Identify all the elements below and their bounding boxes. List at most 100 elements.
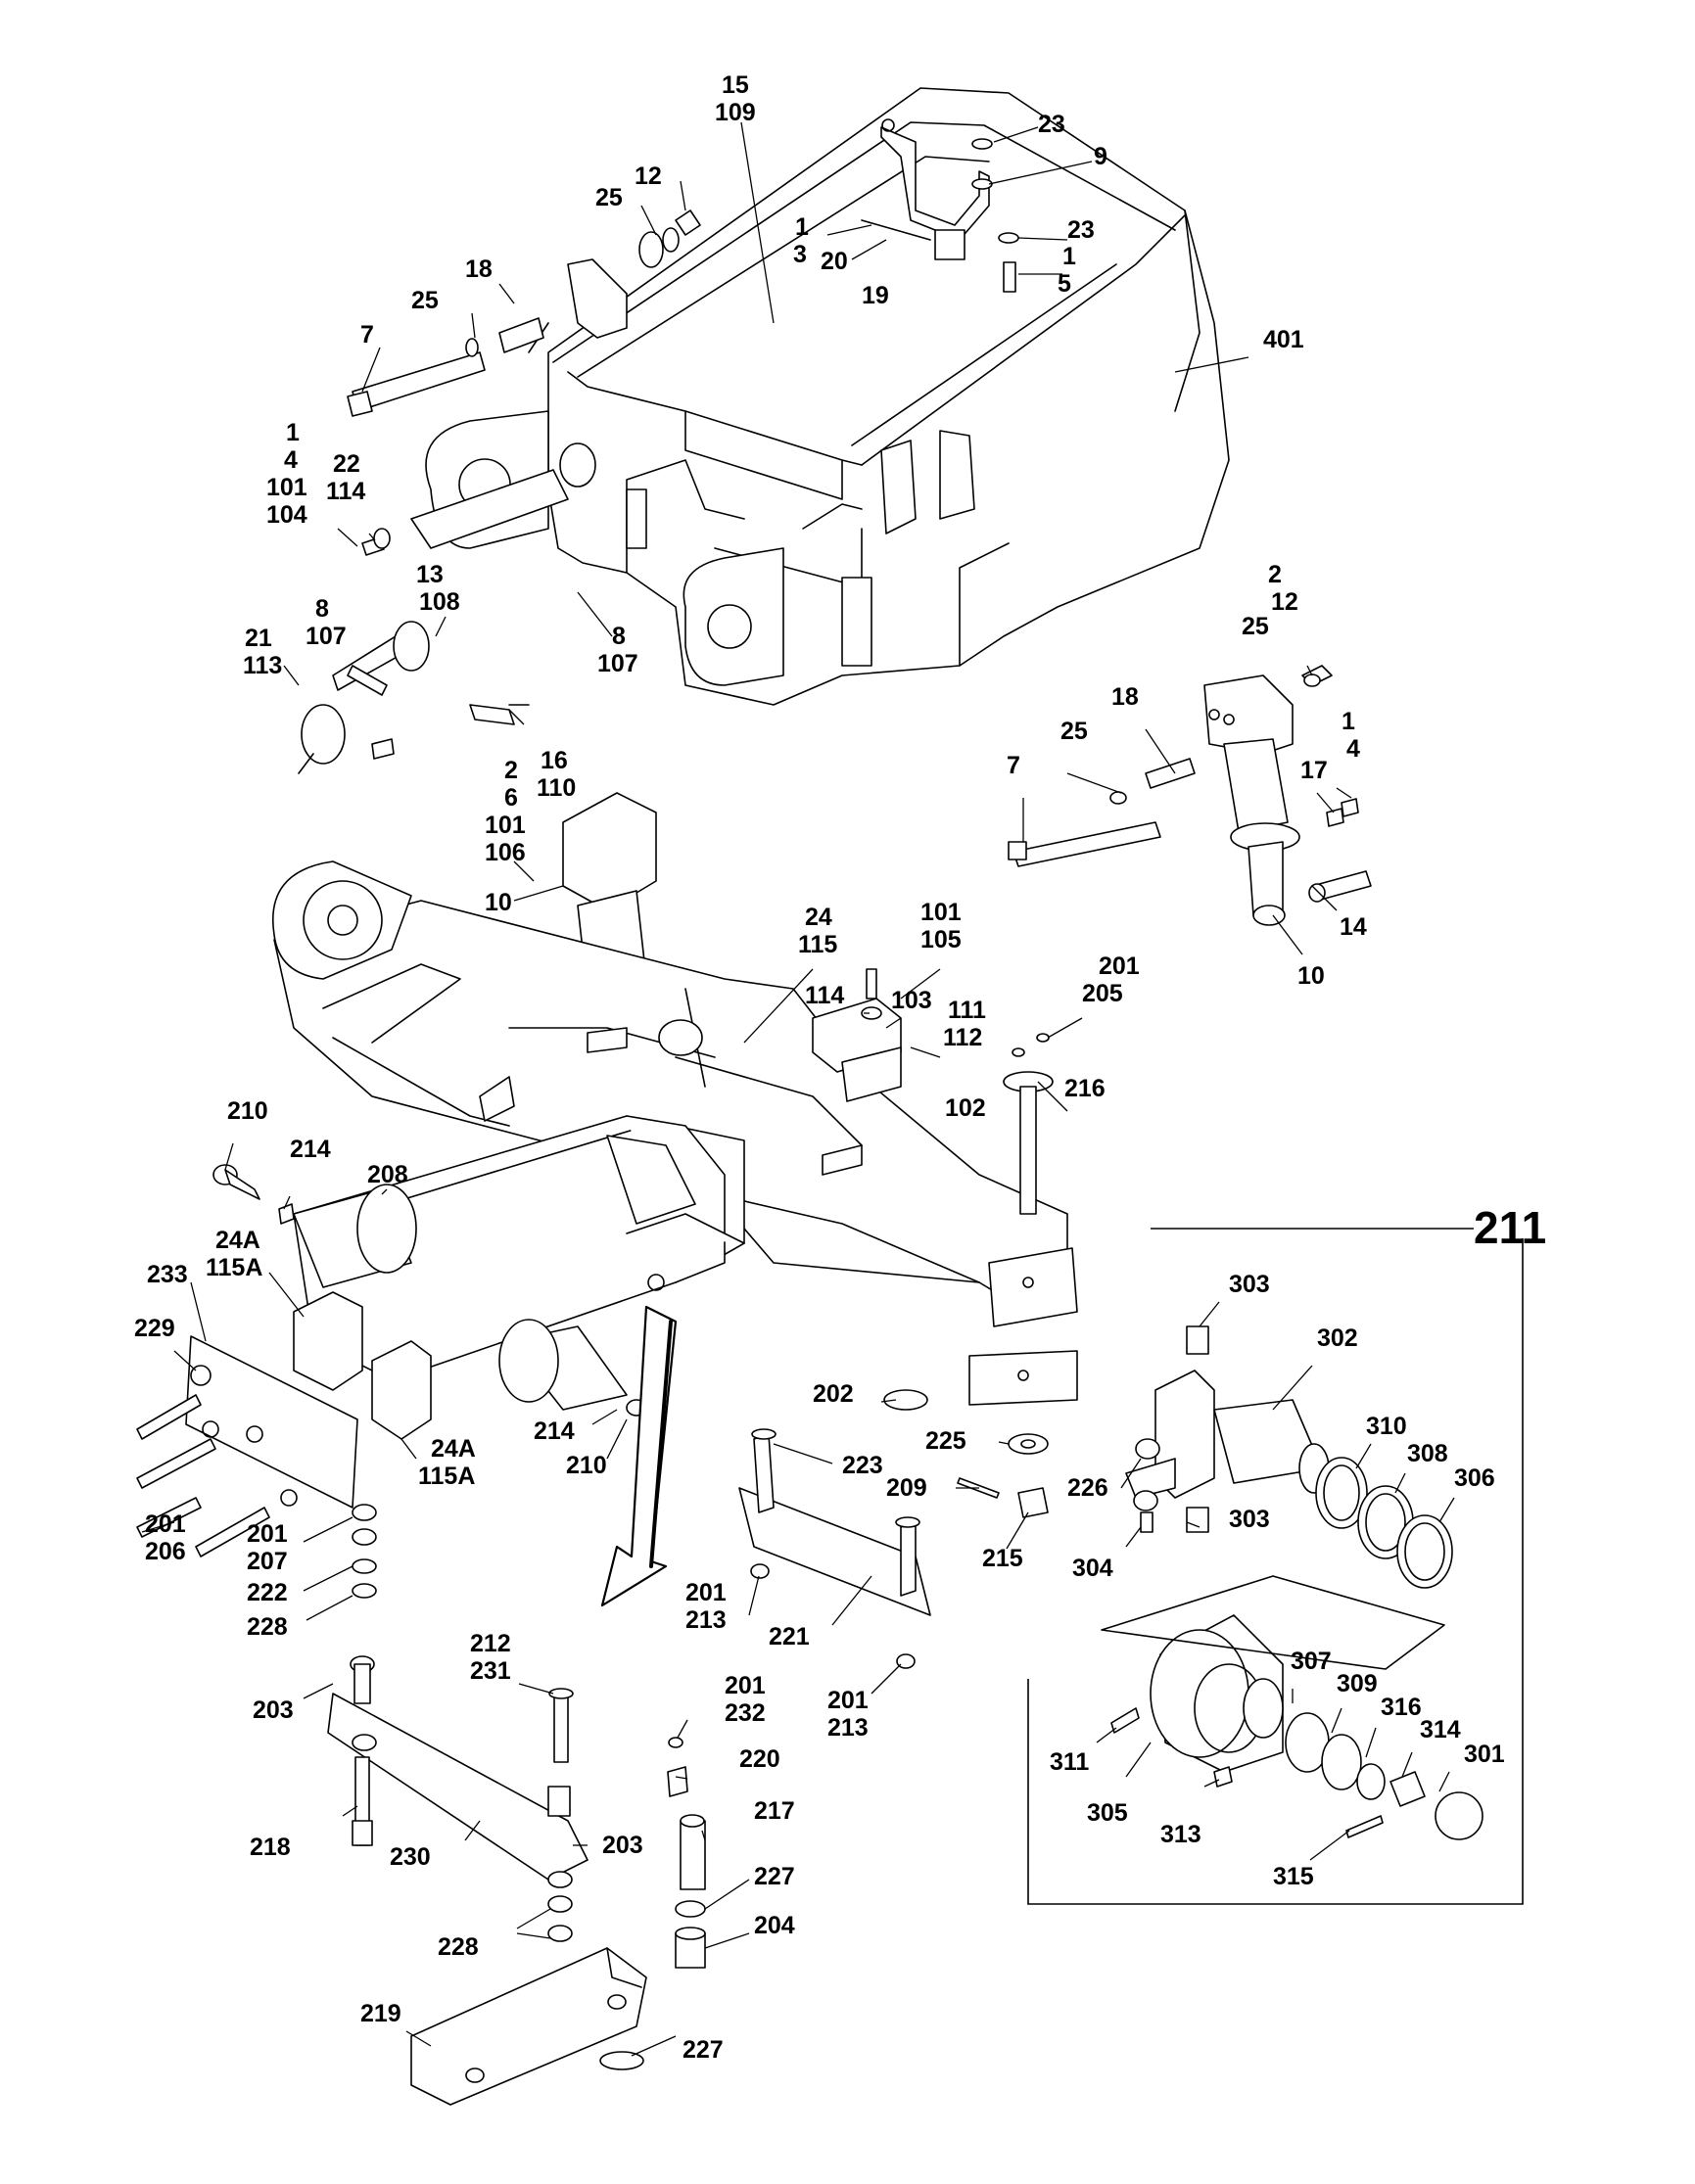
group-label-211: 211 bbox=[1474, 1202, 1546, 1253]
spindle bbox=[1125, 1325, 1330, 1533]
callout-c64: 228 bbox=[247, 1613, 288, 1641]
callout-c75: 309 bbox=[1337, 1670, 1378, 1697]
callout-c27: 17 bbox=[1300, 757, 1328, 784]
stop-blocks bbox=[812, 968, 1050, 1102]
callout-c70: 203 bbox=[253, 1696, 294, 1724]
callout-c76: 316 bbox=[1381, 1694, 1422, 1721]
callout-c7: 20 bbox=[821, 248, 848, 275]
callout-c80: 305 bbox=[1087, 1799, 1128, 1827]
callout-c83: 217 bbox=[754, 1797, 795, 1825]
callout-c49: 202 bbox=[813, 1380, 854, 1408]
callout-c86: 203 bbox=[602, 1832, 643, 1859]
callout-c8: 23 bbox=[1067, 216, 1095, 244]
callout-c41: 210 bbox=[227, 1097, 268, 1125]
seals bbox=[1315, 1457, 1453, 1589]
callout-c5: 12 bbox=[635, 163, 662, 190]
callout-c53: 308 bbox=[1407, 1440, 1448, 1467]
callout-c13: 7 bbox=[360, 321, 374, 349]
callout-c89: 228 bbox=[438, 1933, 479, 1961]
callout-c51: 223 bbox=[842, 1452, 883, 1479]
misc-small-parts bbox=[883, 1389, 1049, 1518]
callout-c58: 209 bbox=[886, 1474, 927, 1502]
callout-c22: 25 bbox=[1242, 613, 1269, 640]
callout-c12: 25 bbox=[411, 287, 439, 314]
lower-pin-parts bbox=[667, 1737, 706, 1969]
callout-c10: 18 bbox=[465, 256, 493, 283]
steering-arm bbox=[738, 1428, 931, 1669]
callout-c42: 214 bbox=[290, 1136, 331, 1163]
left-plate bbox=[185, 1335, 358, 1509]
lower-bracket bbox=[410, 1947, 647, 2106]
left-pivot-cylinder bbox=[212, 1164, 417, 1288]
right-cylinder bbox=[1203, 674, 1300, 926]
callout-c81: 313 bbox=[1160, 1821, 1201, 1848]
callout-c82: 315 bbox=[1273, 1863, 1314, 1890]
callout-c84: 218 bbox=[250, 1834, 291, 1861]
callout-c37: 103 bbox=[891, 987, 932, 1014]
callout-c48: 302 bbox=[1317, 1324, 1358, 1352]
lower-arm bbox=[327, 1504, 589, 1942]
left-bolts bbox=[136, 1365, 298, 1557]
callout-c78: 301 bbox=[1464, 1741, 1505, 1768]
callout-c65: 215 bbox=[982, 1545, 1023, 1572]
right-pin-parts bbox=[1008, 665, 1372, 903]
callout-c56: 210 bbox=[566, 1452, 607, 1479]
callout-c50: 225 bbox=[925, 1427, 966, 1455]
callout-c66: 304 bbox=[1072, 1555, 1113, 1582]
callout-c85: 230 bbox=[390, 1843, 431, 1871]
bracket bbox=[861, 118, 1019, 293]
upper-left-pin-assembly bbox=[298, 209, 701, 774]
callout-c79: 311 bbox=[1050, 1748, 1089, 1776]
callout-c24: 25 bbox=[1060, 718, 1088, 745]
callout-c91: 227 bbox=[683, 2036, 724, 2064]
center-cylinder bbox=[498, 1319, 647, 1417]
main-frame bbox=[425, 87, 1230, 706]
callout-c55: 214 bbox=[534, 1417, 575, 1445]
callout-c2: 23 bbox=[1038, 111, 1065, 138]
callout-c73: 220 bbox=[739, 1745, 780, 1773]
callout-c39: 102 bbox=[945, 1094, 986, 1122]
callout-c87: 227 bbox=[754, 1863, 795, 1890]
hub bbox=[1110, 1614, 1483, 1840]
callout-c26: 7 bbox=[1007, 752, 1020, 779]
callout-c31: 10 bbox=[485, 889, 512, 916]
left-bushings bbox=[293, 1291, 432, 1440]
assembly-arrow bbox=[600, 1305, 678, 1607]
callout-c14: 401 bbox=[1263, 326, 1304, 353]
callout-c40: 216 bbox=[1064, 1075, 1106, 1102]
callout-c60: 303 bbox=[1229, 1506, 1270, 1533]
callout-c54: 306 bbox=[1454, 1464, 1495, 1492]
group-211-frame bbox=[1027, 1228, 1524, 1905]
group-211-hub-outline bbox=[1101, 1575, 1445, 1670]
callout-c36: 114 bbox=[805, 982, 844, 1009]
callout-c11: 19 bbox=[862, 282, 889, 309]
callout-c68: 221 bbox=[769, 1623, 810, 1650]
callout-c45: 233 bbox=[147, 1261, 188, 1288]
callout-c74: 307 bbox=[1291, 1648, 1332, 1675]
